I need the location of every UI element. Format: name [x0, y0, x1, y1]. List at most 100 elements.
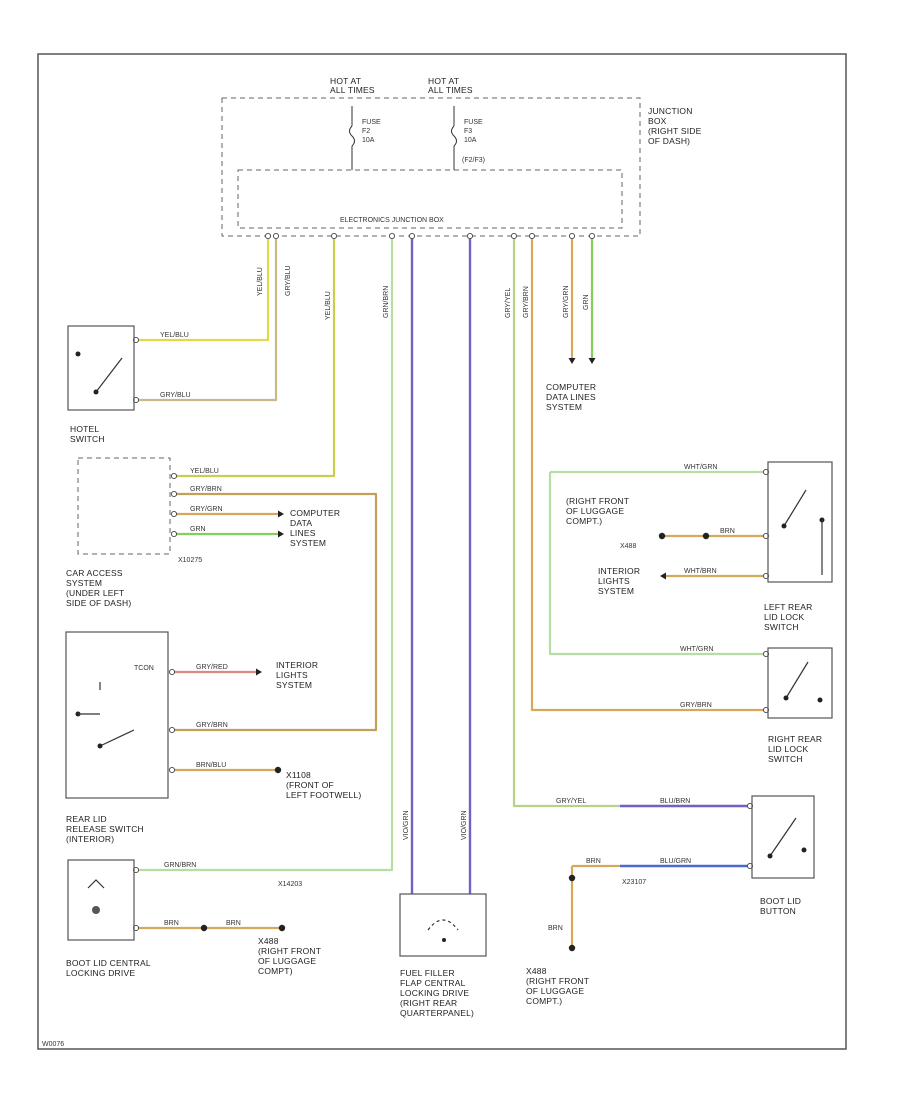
wl-grn-ca: GRN: [190, 526, 206, 533]
wl-gry-brn-ca: GRY/BRN: [190, 486, 222, 493]
junction-box-outline: [221, 97, 641, 237]
wl-gry-blu-v: GRY/BLU: [285, 265, 292, 296]
label-fuse-2-note: (F2/F3): [462, 157, 485, 164]
pin-ejb-1: [272, 232, 280, 240]
pin-bb-1: [746, 802, 754, 810]
pin-bd-1: [132, 924, 140, 932]
label-x488-right: X488: [620, 543, 636, 550]
wl-wht-brn-lr: WHT/BRN: [684, 568, 717, 575]
splice-brn-top: [568, 874, 576, 882]
hotel-switch-symbol: [75, 351, 123, 395]
boot-lid-button-symbol: [767, 817, 807, 859]
splice-left-luggage: [658, 532, 666, 540]
car-access-box: [77, 457, 171, 555]
wl-grn-v: GRN: [583, 294, 590, 310]
wl-brn-blu-int: BRN/BLU: [196, 762, 226, 769]
label-corner-code: W0076: [42, 1041, 64, 1048]
fuse-f2-symbol: [349, 106, 355, 170]
ejb-outline: [237, 169, 623, 229]
wl-brn-bd2: BRN: [226, 920, 241, 927]
pin-ejb-6: [510, 232, 518, 240]
splice-boot-drive: [278, 924, 286, 932]
label-brn-vert: BRN: [548, 925, 563, 932]
pin-rr-1: [762, 706, 770, 714]
pin-ejb-3: [388, 232, 396, 240]
wire-right-rear: [530, 236, 766, 712]
wl-brn-bb: BRN: [586, 858, 601, 865]
interior-switch-symbol: [75, 682, 135, 749]
wl-wht-grn-rr: WHT/GRN: [680, 646, 713, 653]
fuse-f3-symbol: [451, 106, 457, 170]
arrow-cdl-2: [588, 358, 596, 364]
label-ejb: ELECTRONICS JUNCTION BOX: [340, 217, 444, 224]
pin-lr-2: [762, 532, 770, 540]
arrow-data2: [278, 530, 284, 538]
diagram-frame: [37, 53, 847, 1050]
wire-hotel-lower: [136, 236, 278, 402]
wl-gry-brn-v: GRY/BRN: [523, 286, 530, 318]
pin-rl-1: [132, 866, 140, 874]
wire-car-access-gry: [172, 492, 378, 732]
splice-boot-drive-mid: [200, 924, 208, 932]
fuel-filler-symbol: [427, 919, 459, 942]
wl-yel-blu-v: YEL/BLU: [257, 267, 264, 296]
wl-gry-brn-rr: GRY/BRN: [680, 702, 712, 709]
wl-blu-grn: BLU/GRN: [660, 858, 691, 865]
wl-yel-blu-v2: YEL/BLU: [325, 291, 332, 320]
splice-x1108: [274, 766, 282, 774]
right-rear-switch-symbol: [783, 661, 823, 703]
boot-lid-drive-box: [67, 859, 135, 941]
wl-gry-yel-v: GRY/YEL: [505, 288, 512, 318]
wl-brn-lr: BRN: [720, 528, 735, 535]
wl-wht-grn-lr: WHT/GRN: [684, 464, 717, 471]
wl-gry-red: GRY/RED: [196, 664, 228, 671]
wl-gry-blu-h: GRY/BLU: [160, 392, 191, 399]
pin-ca-2: [170, 490, 178, 498]
pin-ejb-0: [264, 232, 272, 240]
wl-gry-grn-v: GRY/GRN: [563, 285, 570, 318]
pin-hotel-1: [132, 336, 140, 344]
wire-rear-lid: [136, 236, 394, 872]
wl-yel-blu-ca: YEL/BLU: [190, 468, 219, 475]
label-x10275: X10275: [178, 557, 202, 564]
wl-yel-blu-h: YEL/BLU: [160, 332, 189, 339]
wl-gry-brn-int: GRY/BRN: [196, 722, 228, 729]
pin-bb-2: [746, 862, 754, 870]
arrow-cdl-1: [568, 358, 576, 364]
arrow-data1: [278, 510, 284, 518]
wl-gry-grn-ca: GRY/GRN: [190, 506, 223, 513]
wl-gry-yel: GRY/YEL: [556, 798, 586, 805]
pin-ejb-2: [330, 232, 338, 240]
wire-hotel-upper: [136, 236, 270, 342]
hotel-switch-box: [67, 325, 135, 411]
pin-int-2: [168, 726, 176, 734]
arrow-interior-red: [256, 668, 262, 676]
pin-rr-2: [762, 650, 770, 658]
wl-vio-grn-1: VIO/GRN: [403, 810, 410, 840]
rear-lid-release-symbol: [87, 879, 105, 914]
pin-int-3: [168, 766, 176, 774]
wire-layer: [132, 232, 770, 952]
pin-lr-1: [762, 468, 770, 476]
pin-int-1: [168, 668, 176, 676]
wl-tcon: TCON: [134, 665, 154, 672]
pin-ejb-8: [568, 232, 576, 240]
left-rear-switch-symbol: [781, 489, 825, 575]
